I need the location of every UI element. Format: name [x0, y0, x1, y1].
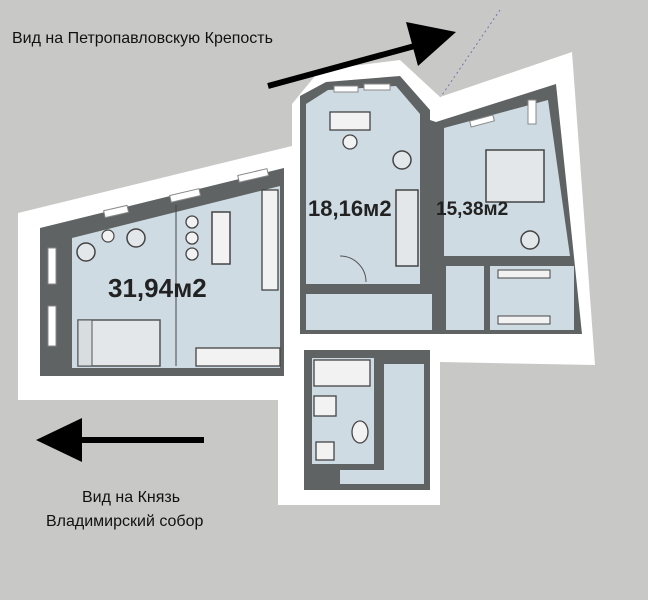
bar-stool	[185, 231, 199, 245]
desk	[329, 111, 371, 131]
bed	[485, 149, 545, 203]
window	[237, 168, 270, 183]
armchair	[520, 230, 540, 250]
arrow-right-icon	[267, 22, 456, 89]
window	[103, 204, 130, 219]
window	[47, 305, 57, 347]
room-area-bedroom: 15,38м2	[436, 199, 508, 220]
desk-chair	[342, 134, 358, 150]
kitchen-counter	[261, 189, 279, 291]
window	[47, 247, 57, 285]
rack	[497, 269, 551, 279]
kitchen-island	[211, 211, 231, 265]
window	[169, 188, 202, 203]
toilet	[351, 420, 369, 444]
armchair	[392, 150, 412, 170]
rack	[497, 315, 551, 325]
study-room-floor	[306, 86, 420, 284]
sink	[313, 395, 337, 417]
bathtub	[313, 359, 371, 387]
armchair	[126, 228, 146, 248]
sofa	[395, 189, 419, 267]
tv-cabinet	[195, 347, 281, 367]
window	[333, 85, 359, 93]
side-table	[101, 229, 115, 243]
caption-top: Вид на Петропавловскую Крепость	[12, 30, 273, 47]
bar-stool	[185, 215, 199, 229]
window	[363, 83, 391, 91]
armchair	[76, 242, 96, 262]
sofa-back	[77, 319, 93, 367]
bar-stool	[185, 247, 199, 261]
corridor-floor	[306, 294, 432, 330]
window	[469, 114, 495, 128]
closet-floor	[446, 266, 484, 330]
room-area-study: 18,16м2	[308, 196, 392, 221]
washer	[315, 441, 335, 461]
hall-strip	[340, 470, 424, 484]
arrow-left-icon	[36, 418, 204, 462]
hall-floor	[384, 364, 424, 484]
caption-bottom-line1: Вид на Князь	[82, 489, 180, 506]
window	[527, 99, 537, 125]
caption-bottom-line2: Владимирский собор	[46, 513, 203, 530]
room-area-living: 31,94м2	[108, 273, 207, 303]
door-swing	[339, 255, 367, 283]
